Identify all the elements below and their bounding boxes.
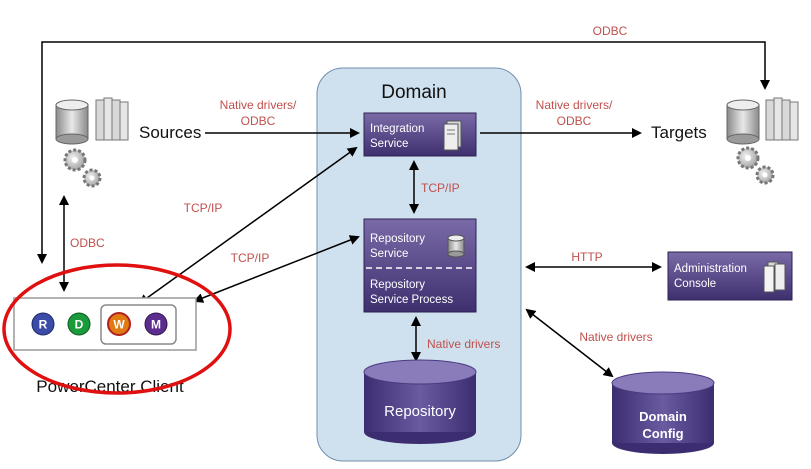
repository-service-line3: Repository xyxy=(370,279,425,291)
sources-icon xyxy=(55,97,129,188)
repository-service-line1: Repository xyxy=(370,233,425,245)
tcpip-upper-connector xyxy=(138,146,358,305)
tcpip-mid-label: TCP/IP xyxy=(421,181,460,195)
tcpip-lower-label: TCP/IP xyxy=(231,251,270,265)
http-label: HTTP xyxy=(571,250,602,264)
powercenter-client: R D W M xyxy=(13,297,197,351)
tool-letter-r: R xyxy=(39,318,48,332)
domain-config-database: Domain Config xyxy=(611,371,715,454)
repository-service-line2: Service xyxy=(370,248,408,260)
targets-label: Targets xyxy=(651,123,707,142)
domain-title: Domain xyxy=(381,82,446,103)
database-icon xyxy=(447,234,465,258)
domain-config-line2: Config xyxy=(642,426,683,441)
repository-service-line4: Service Process xyxy=(370,294,453,306)
tool-letter-m: M xyxy=(151,318,161,332)
odbc-top-label: ODBC xyxy=(593,24,628,38)
domain-config-connector xyxy=(525,308,614,378)
repository-database: Repository xyxy=(363,359,477,444)
native-tgt-label-2: ODBC xyxy=(557,114,592,128)
native-repo-label: Native drivers xyxy=(427,337,500,351)
tcpip-lower-connector xyxy=(193,235,360,303)
native-src-label-1: Native drivers/ xyxy=(220,98,297,112)
tool-letter-w: W xyxy=(113,318,125,332)
domain-config-line1: Domain xyxy=(639,409,687,424)
repository-db-label: Repository xyxy=(384,403,456,420)
highlight-ring xyxy=(2,263,232,395)
workflow-manager-icon[interactable]: W xyxy=(107,312,131,336)
workflow-monitor-icon[interactable]: M xyxy=(144,312,168,336)
tool-letter-d: D xyxy=(75,318,84,332)
admin-console-line2: Console xyxy=(674,278,716,290)
native-src-label-2: ODBC xyxy=(241,114,276,128)
odbc-left-label: ODBC xyxy=(70,236,105,250)
native-tgt-label-1: Native drivers/ xyxy=(536,98,613,112)
tcpip-upper-label: TCP/IP xyxy=(184,201,223,215)
administration-console-box: Administration Console xyxy=(667,251,793,301)
repository-manager-icon[interactable]: R xyxy=(31,312,55,336)
native-config-label: Native drivers xyxy=(579,330,652,344)
servers-icon xyxy=(763,261,786,293)
integration-service-line2: Service xyxy=(370,138,408,150)
integration-service-line1: Integration xyxy=(370,123,424,135)
targets-icon xyxy=(726,97,799,185)
integration-service-box: Integration Service xyxy=(363,112,477,157)
server-icon xyxy=(443,120,462,151)
admin-console-line1: Administration xyxy=(674,263,747,275)
odbc-top-connector xyxy=(37,41,770,264)
designer-icon[interactable]: D xyxy=(67,312,91,336)
repository-service-box: Repository Service Repository Service Pr… xyxy=(363,218,477,313)
sources-label: Sources xyxy=(139,123,201,142)
